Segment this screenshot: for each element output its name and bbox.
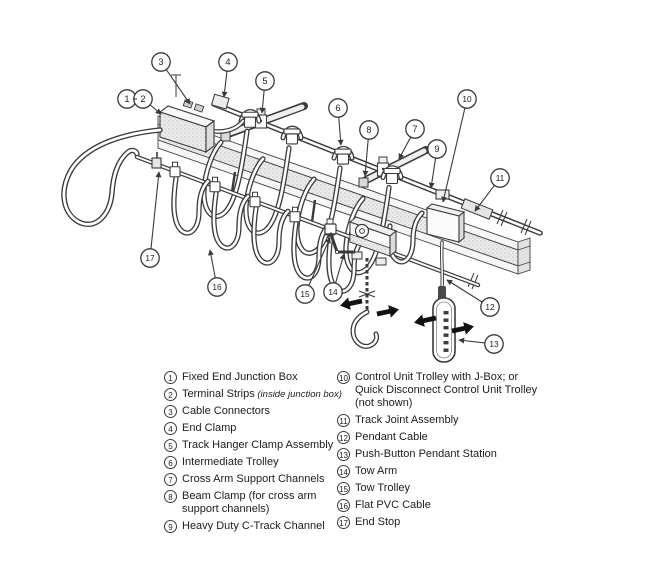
legend-item-number: 5: [164, 439, 177, 452]
legend-item-label: Flat PVC Cable: [355, 499, 431, 511]
legend-item-label: Track Joint Assembly: [355, 414, 459, 426]
legend-item-label: Tow Trolley: [355, 482, 411, 494]
legend-item-label: Terminal Strips (inside junction box): [182, 388, 342, 400]
legend-item-11: 11 Track Joint Assembly: [337, 414, 547, 427]
legend-item-number: 8: [164, 490, 177, 503]
pendant-station-assembly: [425, 189, 466, 363]
legend-item-number: 2: [164, 388, 177, 401]
legend-item-5: 5 Track Hanger Clamp Assembly: [164, 439, 344, 452]
legend-item-6: 6 Intermediate Trolley: [164, 456, 344, 469]
legend-item-number: 9: [164, 520, 177, 533]
svg-text:2: 2: [140, 94, 145, 104]
callout-17: 17: [140, 171, 162, 268]
lower-rail: [134, 152, 481, 288]
legend-item-13: 13 Push-Button Pendant Station: [337, 448, 547, 461]
legend-item-label: Push-Button Pendant Station: [355, 448, 497, 460]
svg-text:5: 5: [262, 76, 267, 86]
svg-text:15: 15: [300, 289, 310, 299]
legend-item-label: Fixed End Junction Box: [182, 371, 298, 383]
legend-item-4: 4 End Clamp: [164, 422, 344, 435]
legend-column-left: 1 Fixed End Junction Box 2 Terminal Strips …: [164, 371, 344, 537]
legend-item-label: Intermediate Trolley: [182, 456, 279, 468]
callout-8: 8: [359, 120, 379, 177]
callout-11: 11: [474, 168, 510, 212]
svg-text:10: 10: [462, 94, 472, 104]
callout-15: 15: [295, 237, 331, 304]
svg-text:12: 12: [485, 302, 495, 312]
legend-item-number: 6: [164, 456, 177, 469]
svg-text:11: 11: [496, 173, 505, 183]
svg-text:3: 3: [158, 57, 163, 67]
legend-item-label: Heavy Duty C-Track Channel: [182, 520, 325, 532]
callout-4: 4: [218, 52, 238, 98]
svg-text:9: 9: [434, 144, 439, 154]
legend-item-number: 17: [337, 516, 350, 529]
legend-item-label: Control Unit Trolley with J-Box; or Quic…: [355, 371, 538, 409]
svg-text:1: 1: [124, 94, 129, 104]
legend-item-number: 11: [337, 414, 350, 427]
legend-item-number: 1: [164, 371, 177, 384]
control-unit-trolley: [324, 216, 398, 266]
callout-6: 6: [328, 98, 348, 146]
legend-item-number: 15: [337, 482, 350, 495]
svg-text:8: 8: [366, 125, 371, 135]
legend-item-label: Cross Arm Support Channels: [182, 473, 325, 485]
legend-item-14: 14 Tow Arm: [337, 465, 547, 478]
legend-column-right: 10 Control Unit Trolley with J-Box; or Qu…: [337, 371, 547, 533]
legend-item-2: 2 Terminal Strips (inside junction box): [164, 388, 344, 401]
legend-item-note: (inside junction box): [254, 389, 342, 400]
legend-item-label: Pendant Cable: [355, 431, 428, 443]
legend-item-label: End Stop: [355, 516, 401, 528]
callout-5: 5: [255, 71, 275, 114]
callout-14: 14: [323, 253, 346, 302]
svg-text:6: 6: [335, 103, 340, 113]
svg-text:7: 7: [412, 124, 417, 134]
legend-item-label: Cable Connectors: [182, 405, 271, 417]
legend-item-number: 7: [164, 473, 177, 486]
legend-item-8: 8 Beam Clamp (for cross arm support chann…: [164, 490, 344, 516]
legend-item-label: Beam Clamp (for cross arm support channe…: [182, 490, 317, 515]
callout-16: 16: [207, 249, 227, 297]
fixed-end-junction-box: [61, 74, 216, 227]
legend-item-number: 3: [164, 405, 177, 418]
legend-item-number: 4: [164, 422, 177, 435]
chain-and-hook: [350, 258, 380, 349]
callout-12: 12: [446, 279, 500, 317]
legend-item-label: End Clamp: [182, 422, 237, 434]
svg-text:17: 17: [145, 253, 155, 263]
callout-7: 7: [398, 119, 425, 160]
rail-hanger-links: [230, 171, 317, 223]
svg-text:13: 13: [489, 339, 499, 349]
legend-item-1: 1 Fixed End Junction Box: [164, 371, 344, 384]
callout-3: 3: [151, 52, 191, 105]
legend-item-number: 14: [337, 465, 350, 478]
callout-9: 9: [427, 139, 447, 189]
legend-item-12: 12 Pendant Cable: [337, 431, 547, 444]
callout-1: 1: [117, 89, 137, 109]
svg-text:14: 14: [328, 287, 338, 297]
legend-item-number: 16: [337, 499, 350, 512]
svg-text:16: 16: [212, 282, 222, 292]
callout-2: 2: [133, 89, 162, 115]
festoon-cable-lower-loops: [171, 175, 425, 294]
callout-10: 10: [441, 89, 477, 203]
callout-13: 13: [458, 334, 504, 354]
legend-item-number: 13: [337, 448, 350, 461]
legend-item-label: Track Hanger Clamp Assembly: [182, 439, 334, 451]
legend-item-10: 10 Control Unit Trolley with J-Box; or Qu…: [337, 371, 547, 410]
legend-item-number: 10: [337, 371, 350, 384]
legend-item-9: 9 Heavy Duty C-Track Channel: [164, 520, 344, 533]
svg-text:4: 4: [225, 57, 230, 67]
legend-item-17: 17 End Stop: [337, 516, 547, 529]
legend-item-16: 16 Flat PVC Cable: [337, 499, 547, 512]
travel-direction-arrows: [340, 297, 474, 335]
legend-item-3: 3 Cable Connectors: [164, 405, 344, 418]
legend-item-number: 12: [337, 431, 350, 444]
legend-item-label: Tow Arm: [355, 465, 398, 477]
legend-item-7: 7 Cross Arm Support Channels: [164, 473, 344, 486]
legend-item-15: 15 Tow Trolley: [337, 482, 547, 495]
